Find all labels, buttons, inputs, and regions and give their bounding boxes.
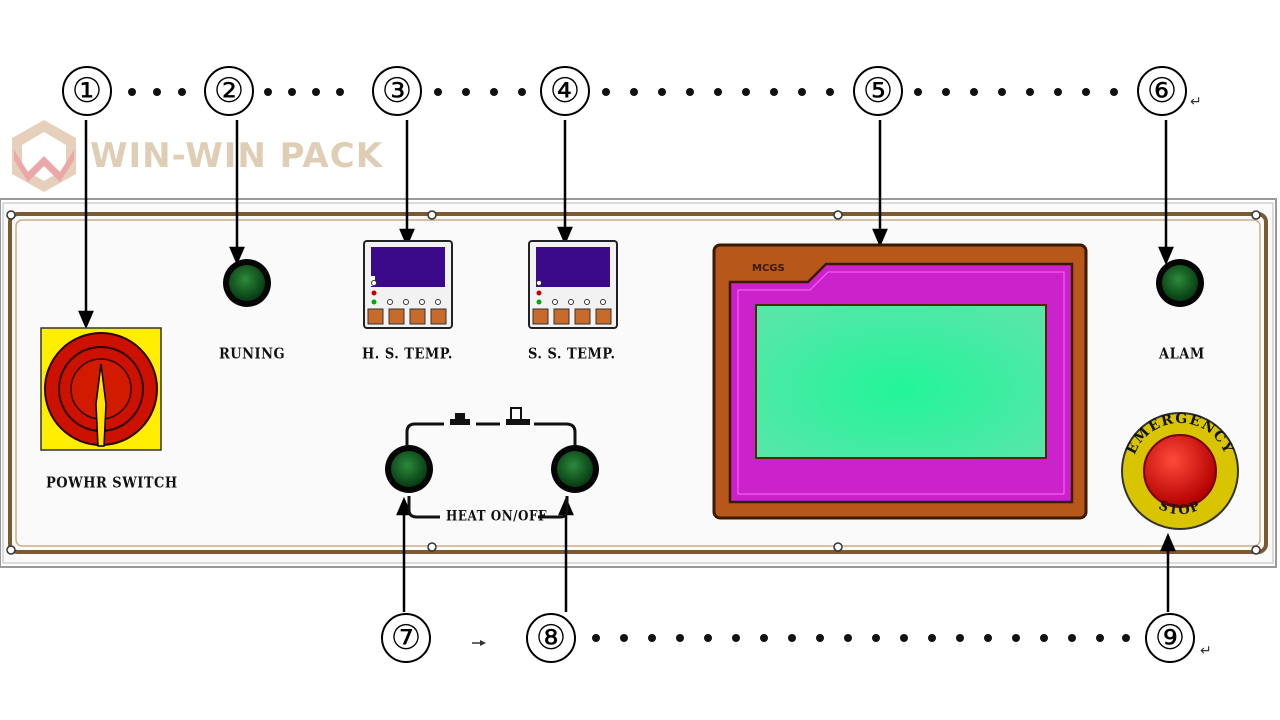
callout-9: ⑨ bbox=[1145, 613, 1195, 663]
return-mark-icon: ↵ bbox=[1190, 94, 1202, 110]
callout-4: ④ bbox=[540, 66, 590, 116]
ss-temp-label: S. S. TEMP. bbox=[528, 345, 616, 364]
alarm-indicator-light bbox=[1156, 259, 1204, 307]
running-indicator-light bbox=[223, 259, 271, 307]
callout-1: ① bbox=[62, 66, 112, 116]
return-mark-icon: ↵ bbox=[1200, 643, 1212, 659]
callout-6: ⑥ bbox=[1137, 66, 1187, 116]
callout-7: ⑦ bbox=[381, 613, 431, 663]
power-switch-label: POWHR SWITCH bbox=[46, 474, 178, 493]
dotted-leader-top bbox=[128, 88, 1118, 96]
heat-on-button[interactable] bbox=[385, 445, 433, 493]
alarm-label: ALAM bbox=[1159, 345, 1205, 364]
hs-temp-controller bbox=[363, 240, 453, 329]
small-arrow-icon bbox=[472, 640, 486, 646]
hmi-touch-screen[interactable] bbox=[712, 243, 1088, 520]
brand-name: WIN-WIN PACK bbox=[90, 136, 384, 176]
heat-on-off-label: HEAT ON/OFF bbox=[446, 507, 548, 525]
heat-symbols bbox=[450, 407, 530, 425]
callout-2: ② bbox=[204, 66, 254, 116]
dotted-leader-bottom bbox=[592, 634, 1130, 642]
hs-temp-label: H. S. TEMP. bbox=[362, 345, 453, 364]
hmi-brand-label: MCGS bbox=[752, 263, 785, 274]
callout-5: ⑤ bbox=[853, 66, 903, 116]
heat-off-button[interactable] bbox=[551, 445, 599, 493]
emergency-stop-button[interactable]: EMERGENCY STOP bbox=[1121, 411, 1239, 530]
ss-temp-controller bbox=[528, 240, 618, 329]
callout-arrows bbox=[78, 120, 1176, 612]
power-switch[interactable] bbox=[40, 327, 162, 451]
brand-logo-icon bbox=[12, 120, 76, 192]
callout-3: ③ bbox=[372, 66, 422, 116]
heat-bracket bbox=[405, 422, 577, 519]
callout-8: ⑧ bbox=[526, 613, 576, 663]
running-label: RUNING bbox=[219, 345, 286, 364]
